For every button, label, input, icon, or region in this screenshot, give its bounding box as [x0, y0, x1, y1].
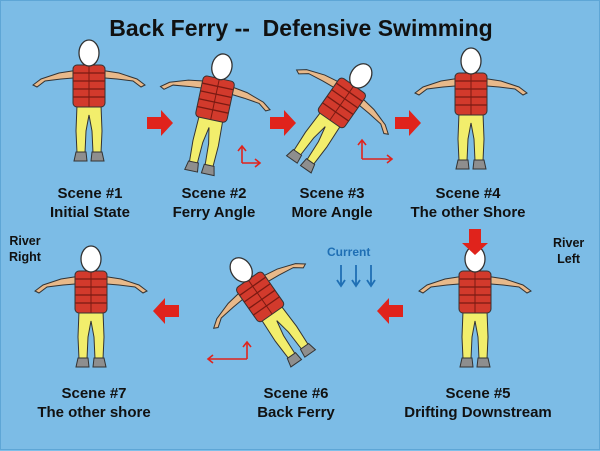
arrow-scene-4-to-5: [462, 229, 488, 255]
river-left-label: River Left: [553, 236, 585, 266]
arrow-scene-1-to-2: [147, 110, 173, 136]
diagram-title: Back Ferry -- Defensive Swimming: [109, 15, 493, 41]
swimmer-scene-3: [252, 32, 415, 198]
direction-indicator-scene-6: [206, 340, 252, 364]
current-label: Current: [327, 245, 371, 259]
arrow-scene-6-to-7: [153, 298, 179, 324]
swimmer-scene-5: [418, 245, 532, 368]
current-arrows: [336, 265, 376, 288]
swimmer-scene-6: [187, 226, 350, 392]
swimmer-scene-1: [32, 39, 146, 162]
direction-indicator-scene-2: [237, 144, 262, 168]
river-right-label: River Right: [9, 234, 41, 264]
swimmer-scene-7: [34, 245, 148, 368]
arrow-scene-5-to-6: [377, 298, 403, 324]
arrow-scene-2-to-3: [270, 110, 296, 136]
arrow-scene-3-to-4: [395, 110, 421, 136]
direction-indicator-scene-3: [357, 138, 394, 164]
swimmer-scene-4: [414, 47, 528, 170]
